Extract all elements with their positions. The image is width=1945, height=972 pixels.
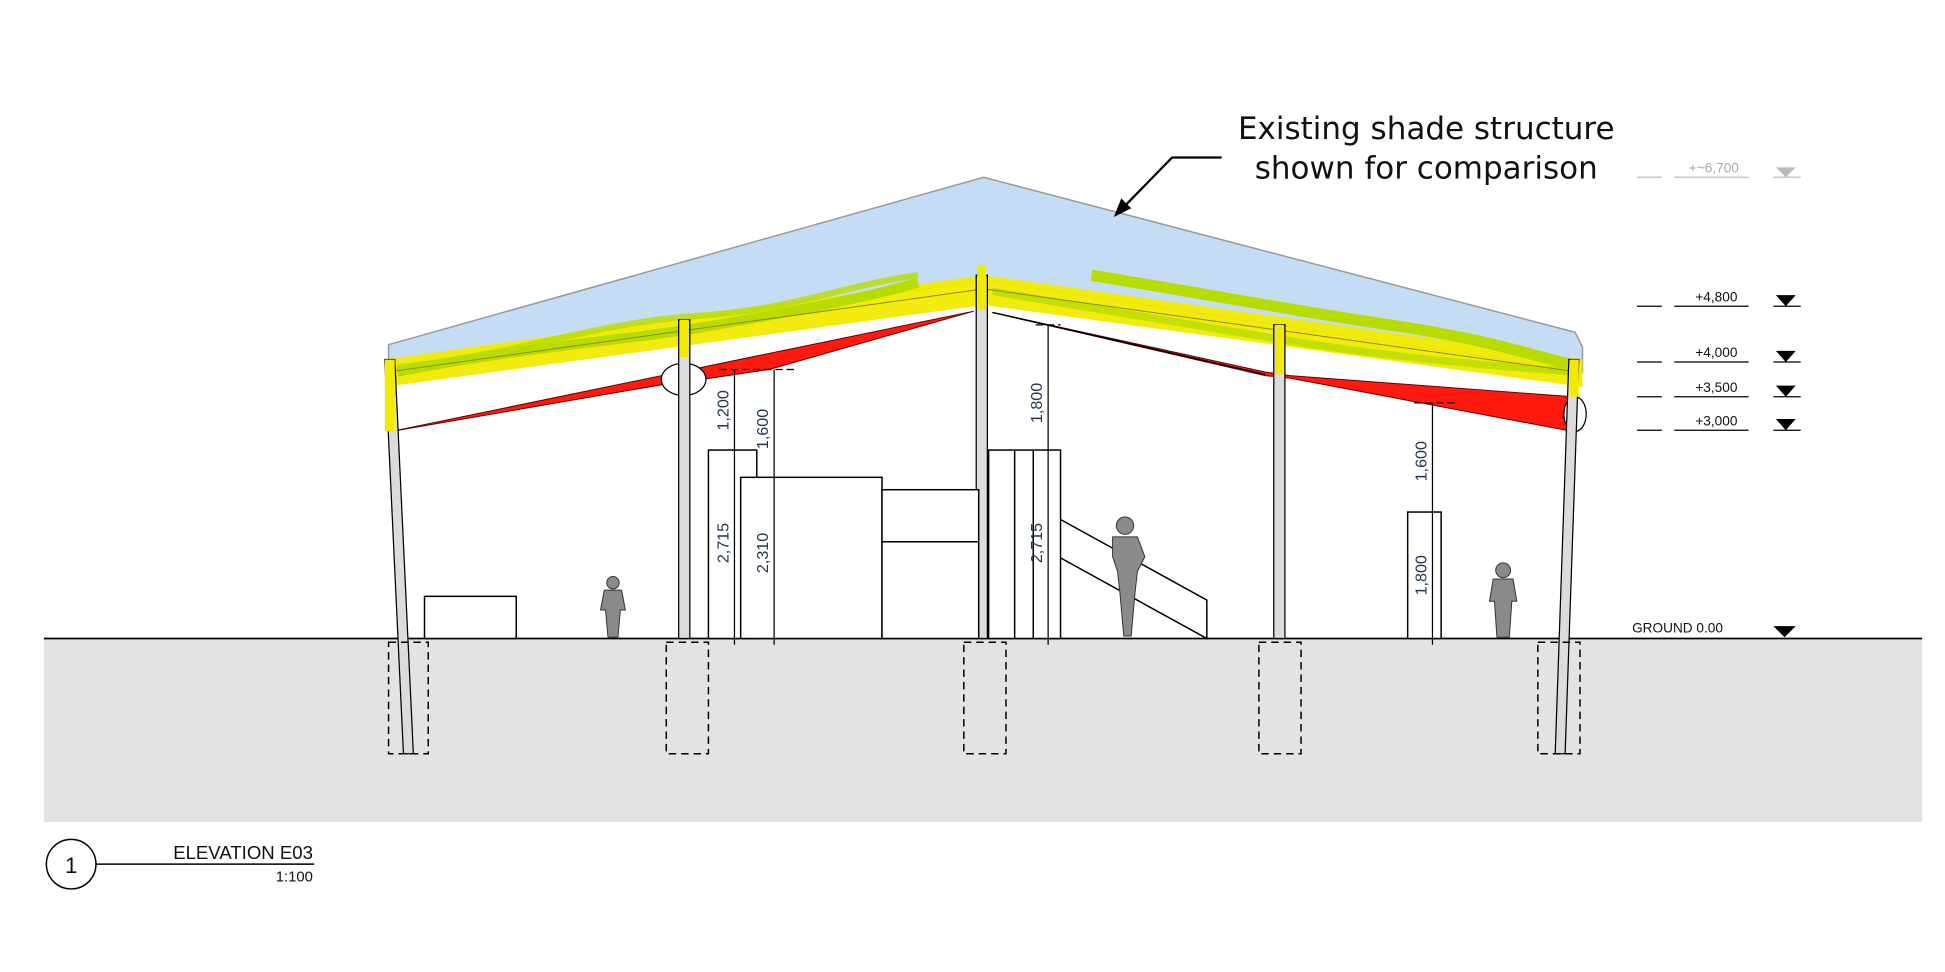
dim-label: 2,310 (754, 533, 772, 573)
person-figure (1112, 516, 1146, 637)
person-figure (1488, 562, 1518, 638)
dimension-lines (719, 324, 1458, 645)
footings (387, 641, 1581, 755)
level-markers: +~6,700 +4,800 +4,000 +3,500 +3,000 GROU… (1632, 160, 1801, 638)
drawing-title: 1 ELEVATION E03 1:100 (45, 838, 315, 890)
dim-label: 1,600 (754, 409, 772, 449)
level-marker: +3,000 (1637, 413, 1801, 431)
dim-label: 1,600 (1412, 441, 1430, 481)
drawing-number: 1 (65, 853, 77, 878)
site-objects (423, 449, 1442, 640)
annotation-line2: shown for comparison (1255, 151, 1598, 187)
svg-text:+3,000: +3,000 (1695, 413, 1737, 428)
person-figure (599, 576, 626, 638)
drawing-name: ELEVATION E03 (173, 842, 313, 863)
dimension-labels: 1,200 1,600 2,715 2,310 1,800 2,715 1,60… (714, 383, 1430, 596)
svg-text:+~6,700: +~6,700 (1689, 160, 1739, 175)
level-marker-existing: +~6,700 (1637, 160, 1801, 178)
dim-label: 2,715 (1028, 523, 1046, 563)
level-marker: +4,000 (1637, 345, 1801, 363)
drawing-scale: 1:100 (276, 869, 313, 885)
svg-text:+4,800: +4,800 (1695, 289, 1737, 304)
level-marker: +4,800 (1637, 289, 1801, 307)
svg-text:+4,000: +4,000 (1695, 345, 1737, 360)
dim-label: 1,800 (1412, 555, 1430, 595)
dim-label: 2,715 (714, 523, 732, 563)
leader-arrow (1113, 156, 1222, 217)
svg-text:+3,500: +3,500 (1695, 380, 1737, 395)
annotation-line1: Existing shade structure (1238, 111, 1615, 147)
dim-label: 1,200 (714, 390, 732, 430)
dim-label: 1,800 (1028, 383, 1046, 423)
ground-fill (43, 638, 1923, 822)
level-marker-ground: GROUND 0.00 (1632, 620, 1796, 638)
level-marker: +3,500 (1637, 380, 1801, 398)
svg-text:GROUND 0.00: GROUND 0.00 (1632, 620, 1723, 635)
